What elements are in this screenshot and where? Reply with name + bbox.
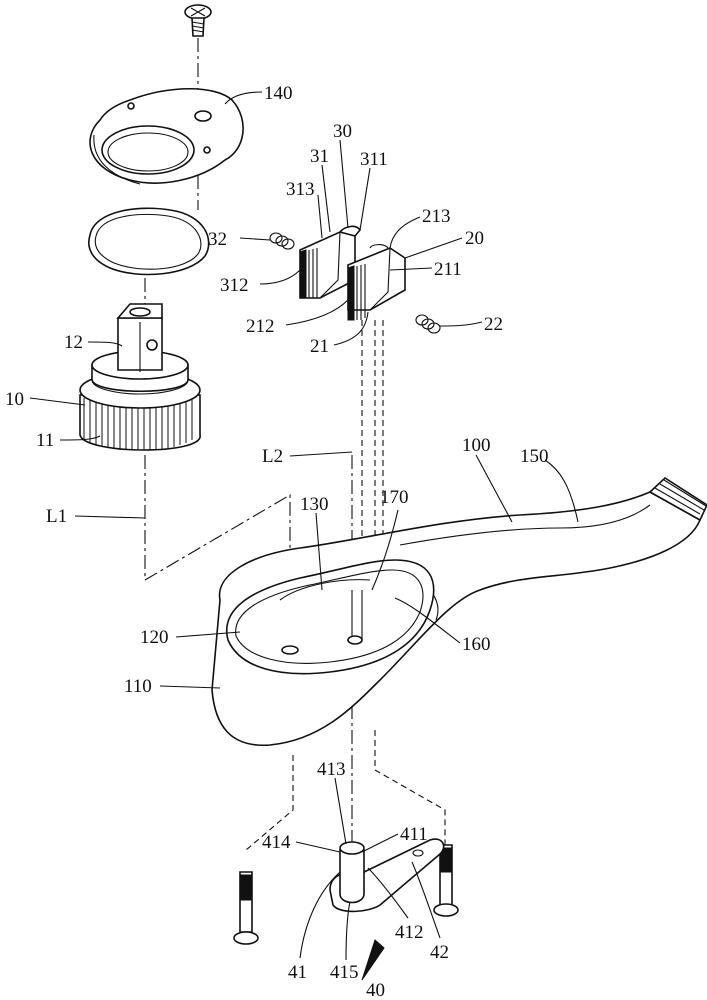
label-41: 41	[288, 962, 307, 983]
pawl-20	[348, 245, 405, 320]
lead-411	[362, 834, 398, 852]
lead-31	[322, 165, 330, 232]
lead-110	[160, 686, 220, 688]
lead-413	[335, 778, 346, 844]
label-21: 21	[310, 336, 329, 357]
label-313: 313	[286, 179, 315, 200]
screw-l-thread	[240, 875, 252, 900]
detent-ball	[147, 340, 157, 350]
ring-outer	[89, 208, 209, 274]
label-212: 212	[246, 316, 275, 337]
lead-L2	[290, 452, 352, 456]
label-413: 413	[317, 759, 346, 780]
label-20: 20	[465, 228, 484, 249]
label-110: 110	[124, 676, 152, 697]
cover-plate	[90, 89, 243, 184]
label-150: 150	[520, 446, 549, 467]
label-L1: L1	[46, 506, 67, 527]
label-32: 32	[208, 229, 227, 250]
label-30: 30	[333, 121, 352, 142]
label-170: 170	[380, 487, 409, 508]
pawl-30-body	[300, 232, 355, 298]
bottom-hole	[282, 646, 298, 654]
lead-414	[296, 842, 340, 852]
lead-20	[405, 238, 462, 258]
lead-100	[476, 455, 512, 522]
label-40: 40	[366, 980, 385, 1000]
label-130: 130	[300, 494, 329, 515]
lead-22	[440, 322, 482, 326]
screw-r-head	[434, 904, 458, 916]
label-213: 213	[422, 206, 451, 227]
lead-10	[30, 398, 85, 405]
bottom-slot	[348, 636, 362, 644]
lead-313	[318, 195, 322, 238]
ratchet-handle	[212, 478, 707, 745]
label-31: 31	[310, 146, 329, 167]
label-10: 10	[5, 389, 24, 410]
label-160: 160	[462, 634, 491, 655]
lead-212	[286, 300, 348, 325]
top-screw	[185, 5, 211, 36]
label-120: 120	[140, 627, 169, 648]
plate-pin-hole-2	[128, 103, 134, 109]
lead-213	[390, 217, 420, 248]
label-311: 311	[360, 149, 388, 170]
lead-311	[360, 168, 370, 230]
label-12: 12	[64, 332, 83, 353]
pawl-30-teeth	[300, 250, 306, 298]
plate-pin-hole-1	[204, 147, 210, 153]
drive-head	[80, 304, 200, 450]
lead-32	[240, 238, 270, 240]
label-412: 412	[395, 922, 424, 943]
screw-l-head	[234, 932, 258, 944]
label-411: 411	[400, 824, 428, 845]
selector-shaft	[340, 850, 364, 903]
spring-22	[416, 315, 440, 333]
label-211: 211	[434, 259, 462, 280]
pawl-20-tip	[370, 245, 388, 248]
spring-32	[270, 233, 294, 249]
label-11: 11	[36, 430, 54, 451]
seal-ring	[89, 208, 209, 274]
label-100: 100	[462, 435, 491, 456]
label-415: 415	[330, 962, 359, 983]
label-42: 42	[430, 942, 449, 963]
lead-12	[88, 342, 122, 346]
bottom-screw-left	[234, 872, 258, 944]
drive-center-hole	[130, 308, 150, 316]
label-22: 22	[484, 314, 503, 335]
plate-screw-hole	[195, 111, 211, 121]
lead-L1	[75, 516, 145, 518]
lead-312	[260, 270, 300, 284]
arrow-40	[362, 940, 384, 980]
label-L2: L2	[262, 446, 283, 467]
label-312: 312	[220, 275, 249, 296]
label-140: 140	[264, 83, 293, 104]
shaft-top	[340, 842, 364, 854]
label-414: 414	[262, 832, 291, 853]
lead-30	[340, 140, 348, 228]
pawl-20-teeth	[348, 266, 354, 320]
